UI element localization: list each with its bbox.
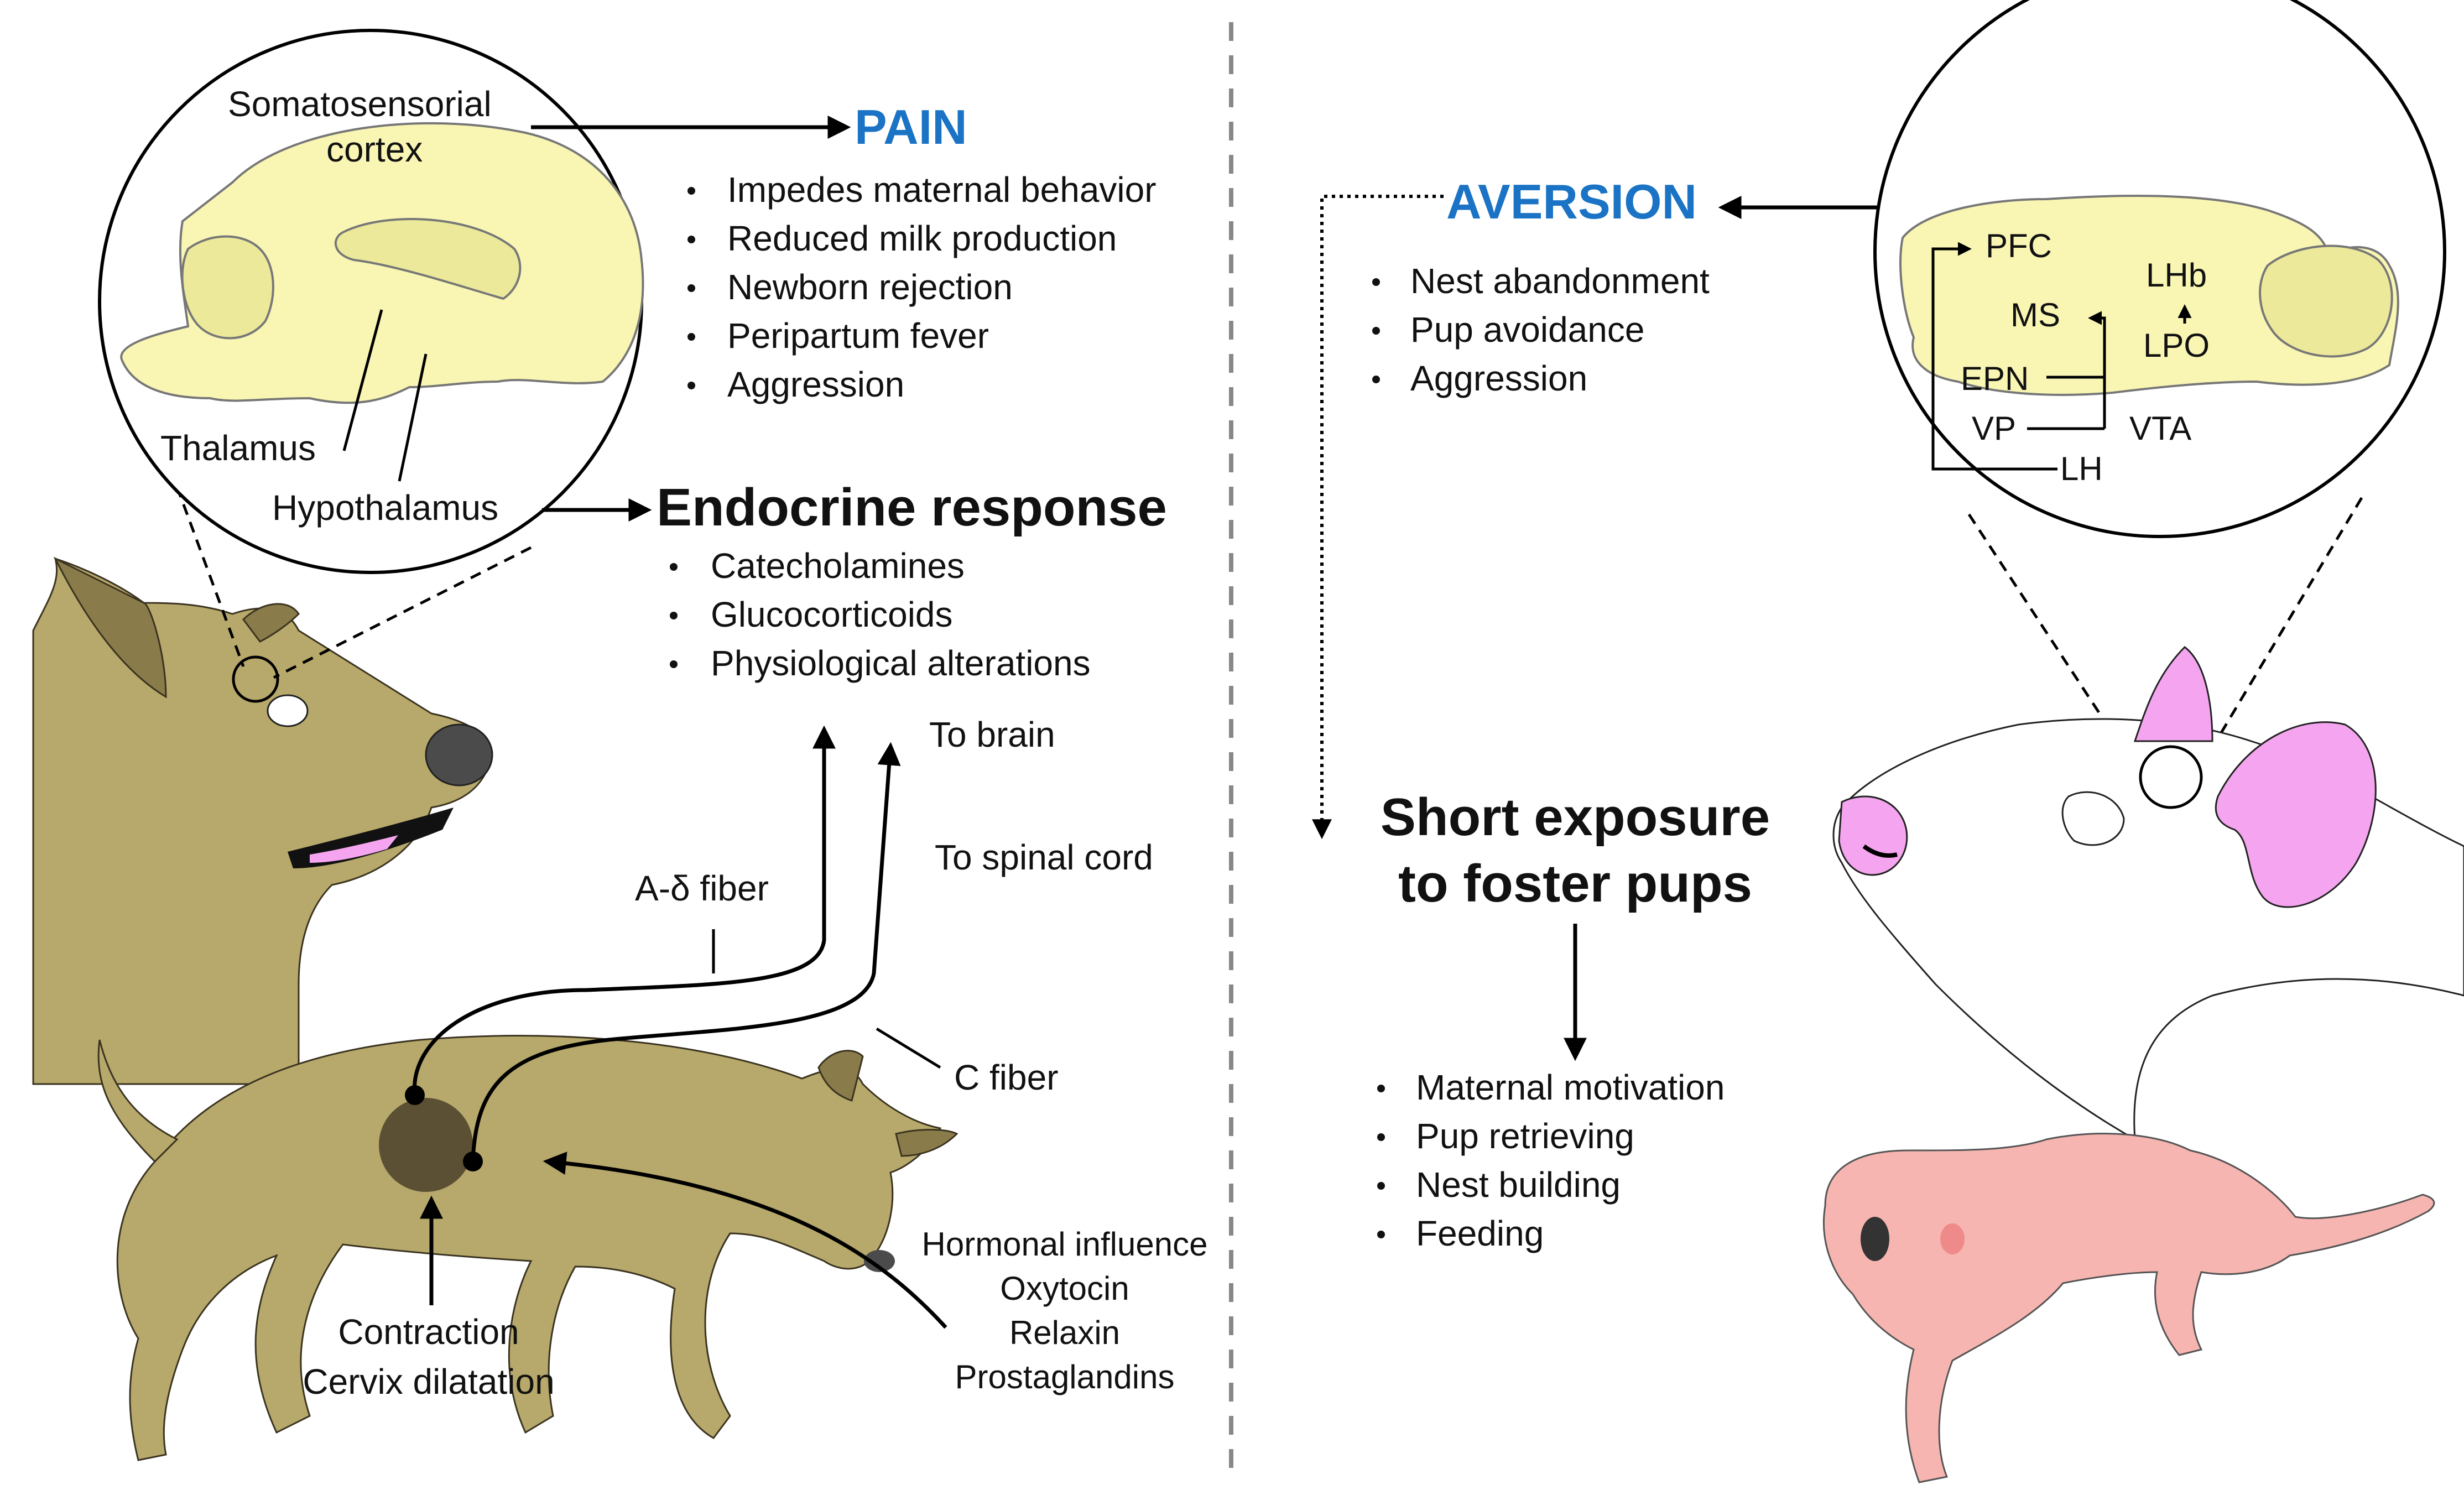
bullet [1377, 1133, 1385, 1141]
bullet [687, 284, 695, 292]
label-c-fiber: C fiber [954, 1058, 1059, 1097]
zoom-line-right [273, 546, 532, 679]
bullet [687, 187, 695, 195]
bullet [687, 382, 695, 389]
zoom-origin-rat [2139, 745, 2203, 809]
bullet [1372, 376, 1380, 383]
dotted-arrow-aversion [1312, 195, 1444, 840]
label-to-brain: To brain [929, 715, 1055, 754]
bullet [1377, 1182, 1385, 1190]
list-item: Glucocorticoids [711, 595, 953, 634]
bullet [1377, 1231, 1385, 1238]
rat-ms: MS [2010, 296, 2060, 334]
rat-circuit [1931, 242, 2192, 471]
bullet [687, 236, 695, 243]
pointer-thalamus [342, 309, 383, 451]
list-item: Newborn rejection [727, 267, 1013, 307]
list-item: Aggression [727, 364, 904, 404]
bullet [687, 333, 695, 341]
arrow-hormonal [543, 1152, 947, 1329]
rat-brain-zoom [1873, 0, 2446, 538]
hormonal-line: Relaxin [1009, 1314, 1120, 1351]
endocrine-title: Endocrine response [657, 478, 1167, 537]
list-item: Reduced milk production [727, 218, 1117, 258]
zoom-line-rat-left [1967, 513, 2139, 773]
rat-vta: VTA [2129, 410, 2191, 447]
dog-eye [267, 694, 309, 727]
label-hypothalamus: Hypothalamus [272, 488, 498, 528]
fiber-c-node [463, 1152, 483, 1171]
hormonal-line: Hormonal influence [922, 1226, 1208, 1263]
hormonal-list: Hormonal influenceOxytocinRelaxinProstag… [922, 1226, 1208, 1395]
dog-head [32, 556, 493, 1085]
list-item: Nest building [1416, 1165, 1621, 1205]
bullet [670, 563, 678, 571]
list-item: Pup avoidance [1410, 310, 1644, 350]
list-item: Feeding [1416, 1213, 1544, 1253]
fiber-a-delta-node [405, 1085, 425, 1105]
label-contraction: Contraction [338, 1312, 519, 1352]
zoom-line-rat-right [2200, 497, 2363, 767]
dog-brain-zoom [98, 29, 644, 574]
label-thalamus: Thalamus [160, 428, 316, 468]
bullet [670, 612, 678, 619]
list-item: Catecholamines [711, 546, 965, 586]
label-to-spinal: To spinal cord [935, 837, 1153, 877]
pointer-c-fiber [876, 1027, 941, 1069]
hormonal-line: Oxytocin [1000, 1270, 1129, 1307]
rat-head [1832, 646, 2464, 1141]
bullet [670, 660, 678, 668]
list-item: Impedes maternal behavior [727, 170, 1157, 210]
zoom-origin-dog [232, 655, 279, 703]
rat-pfc: PFC [1986, 227, 2052, 264]
list-item: Aggression [1410, 358, 1587, 398]
fiber-a-delta [412, 725, 836, 1096]
bullet [1377, 1085, 1385, 1092]
pain-title: PAIN [855, 100, 967, 154]
endocrine-list: CatecholaminesGlucocorticoidsPhysiologic… [670, 546, 1091, 683]
hormonal-line: Prostaglandins [955, 1358, 1175, 1395]
rat-vp: VP [1972, 410, 2016, 447]
zoom-line-left [175, 486, 245, 667]
label-cortex-2: cortex [326, 129, 423, 169]
fiber-c [471, 742, 901, 1162]
list-item: Maternal motivation [1416, 1067, 1725, 1107]
list-item: Nest abandonment [1410, 261, 1710, 301]
rat-lpo: LPO [2143, 327, 2210, 364]
label-cervix: Cervix dilatation [303, 1362, 554, 1402]
bullet [1372, 327, 1380, 335]
list-item: Physiological alterations [711, 643, 1091, 683]
bullet [1372, 278, 1380, 286]
dog-body [97, 1035, 958, 1461]
uterus [379, 1098, 473, 1192]
pup [1823, 1133, 2435, 1483]
rat-lhb: LHb [2146, 257, 2207, 294]
pointer-hypothalamus [398, 353, 428, 482]
aversion-title: AVERSION [1446, 174, 1697, 229]
rat-lh: LH [2060, 450, 2103, 487]
rat-epn: EPN [1961, 360, 2029, 397]
exposure-line1: Short exposure [1381, 788, 1770, 847]
label-cortex: Somatosensorial [228, 84, 492, 124]
dog-nose [425, 723, 493, 786]
list-item: Pup retrieving [1416, 1116, 1634, 1156]
label-a-delta: A-δ fiber [635, 868, 769, 908]
list-item: Peripartum fever [727, 316, 989, 356]
exposure-line2: to foster pups [1398, 854, 1752, 913]
